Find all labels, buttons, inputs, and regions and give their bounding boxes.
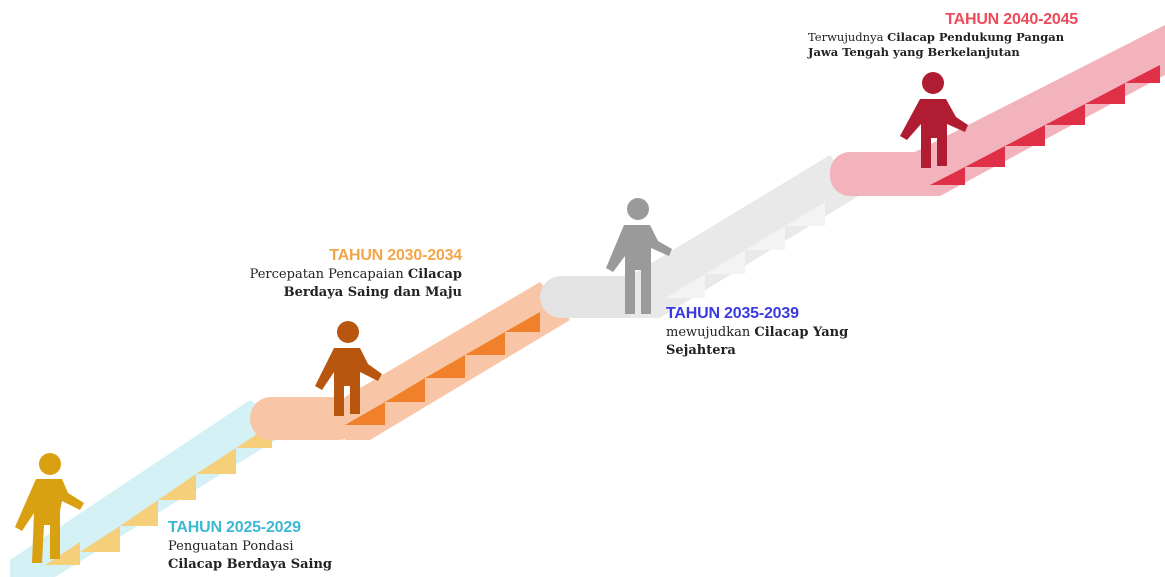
stage-2-line1-bold: Cilacap [407,267,462,282]
stage-4-line1-text: Terwujudnya [808,30,888,44]
stage-3-line2: Sejahtera [666,343,736,358]
stage-4-line1-bold: Cilacap Pendukung Pangan [887,30,1065,44]
stair-segment-3 [540,155,860,318]
stage-3-label: TAHUN 2035-2039 mewujudkan Cilacap Yang … [666,304,848,360]
stage-3-line1-text: mewujudkan [666,325,755,340]
stage-2-label: TAHUN 2030-2034 Percepatan Pencapaian Ci… [218,246,463,302]
stage-2-line1-text: Percepatan Pencapaian [249,267,408,282]
stage-2-line1: Percepatan Pencapaian Cilacap [218,266,462,284]
stage-1-line1-text: Penguatan Pondasi [168,539,294,554]
stage-1-label: TAHUN 2025-2029 Penguatan Pondasi Cilaca… [168,518,332,574]
stair-segment-2 [250,282,570,440]
walking-person-icon [315,321,382,416]
walking-person-icon [900,72,968,168]
stage-1-line2: Cilacap Berdaya Saing [168,557,333,572]
stair-segment-1 [10,400,292,577]
stage-4-line1: Terwujudnya Cilacap Pendukung Pangan [808,30,1078,45]
walking-person-icon [15,453,84,563]
stage-2-year: TAHUN 2030-2034 [329,247,462,264]
walking-person-icon [606,198,672,314]
stage-4-line2: Jawa Tengah yang Berkelanjutan [808,45,1020,59]
stage-4-label: TAHUN 2040-2045 Terwujudnya Cilacap Pend… [808,10,1078,60]
stage-1-year: TAHUN 2025-2029 [168,519,301,536]
stage-3-year: TAHUN 2035-2039 [666,305,799,322]
stage-4-year: TAHUN 2040-2045 [945,11,1078,28]
stage-1-line1: Penguatan Pondasi [168,538,332,556]
stage-2-line2: Berdaya Saing dan Maju [283,285,462,300]
stage-3-line1: mewujudkan Cilacap Yang [666,324,848,342]
stair-segment-4 [830,25,1165,196]
stage-3-line1-bold: Cilacap Yang [754,325,849,340]
